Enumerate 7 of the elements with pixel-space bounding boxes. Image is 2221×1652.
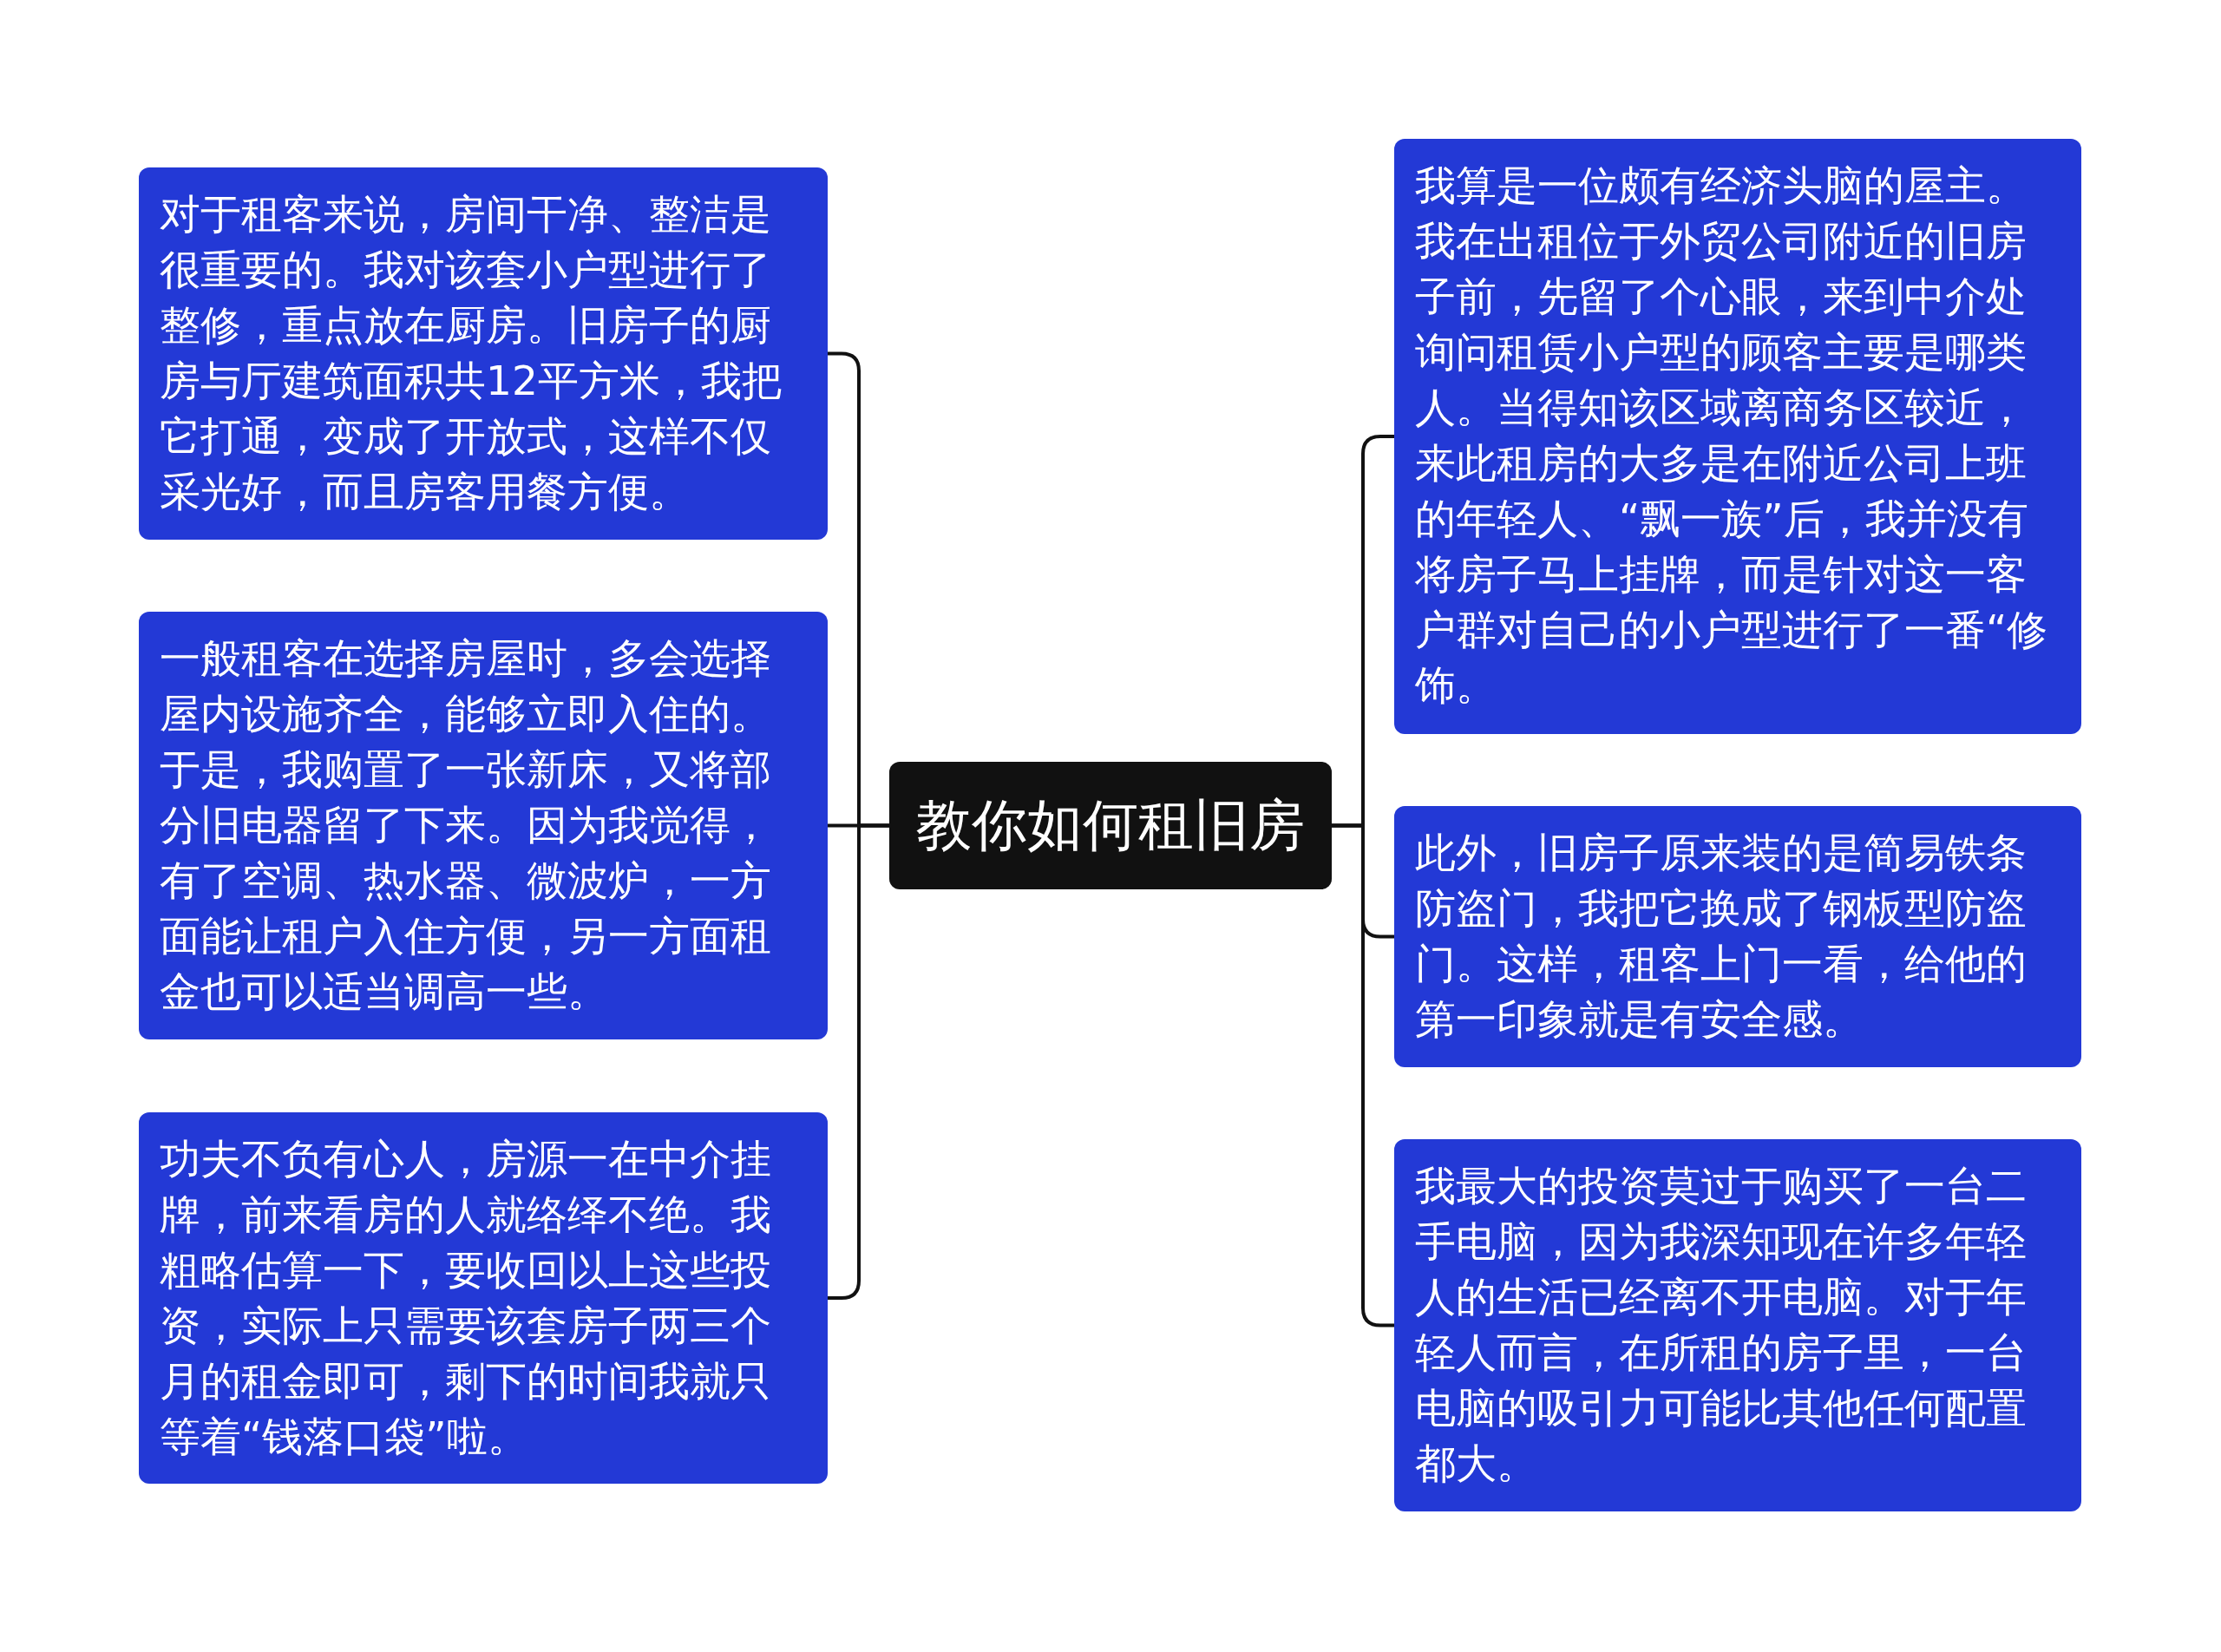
topic-box: 此外，旧房子原来装的是简易铁条防盗门，我把它换成了钢板型防盗门。这样，租客上门一看，给他的第一印象就是有安全感。 [1394, 806, 2081, 1067]
topic-box: 功夫不负有心人，房源一在中介挂牌，前来看房的人就络绎不绝。我粗略估算一下，要收回以上这些投资，实际上只需要该套房子两三个月的租金即可，剩下的时间我就只等着“钱落口袋”啦。 [139, 1112, 828, 1484]
topic-box: 对于租客来说，房间干净、整洁是很重要的。我对该套小户型进行了整修，重点放在厨房。旧房子的厨房与厅建筑面积共12平方米，我把它打通，变成了开放式，这样不仅采光好，而且房客用餐方便。 [139, 167, 828, 540]
topic-box: 一般租客在选择房屋时，多会选择屋内设施齐全，能够立即入住的。于是，我购置了一张新床，又将部分旧电器留了下来。因为我觉得，有了空调、热水器、微波炉，一方面能让租户入住方便，另一方面租金也可以适当调高一些。 [139, 612, 828, 1039]
central-topic-box: 教你如何租旧房 [889, 762, 1332, 889]
topic-box: 我算是一位颇有经济头脑的屋主。我在出租位于外贸公司附近的旧房子前，先留了个心眼，来到中介处询问租赁小户型的顾客主要是哪类人。当得知该区域离商务区较近，来此租房的大多是在附近公司上班的年轻人、“飘一族”后，我并没有将房子马上挂牌，而是针对这一客户群对自己的小户型进行了一番“修饰。 [1394, 139, 2081, 734]
topic-box: 我最大的投资莫过于购买了一台二手电脑，因为我深知现在许多年轻人的生活已经离不开电脑。对于年轻人而言，在所租的房子里，一台电脑的吸引力可能比其他任何配置都大。 [1394, 1139, 2081, 1511]
